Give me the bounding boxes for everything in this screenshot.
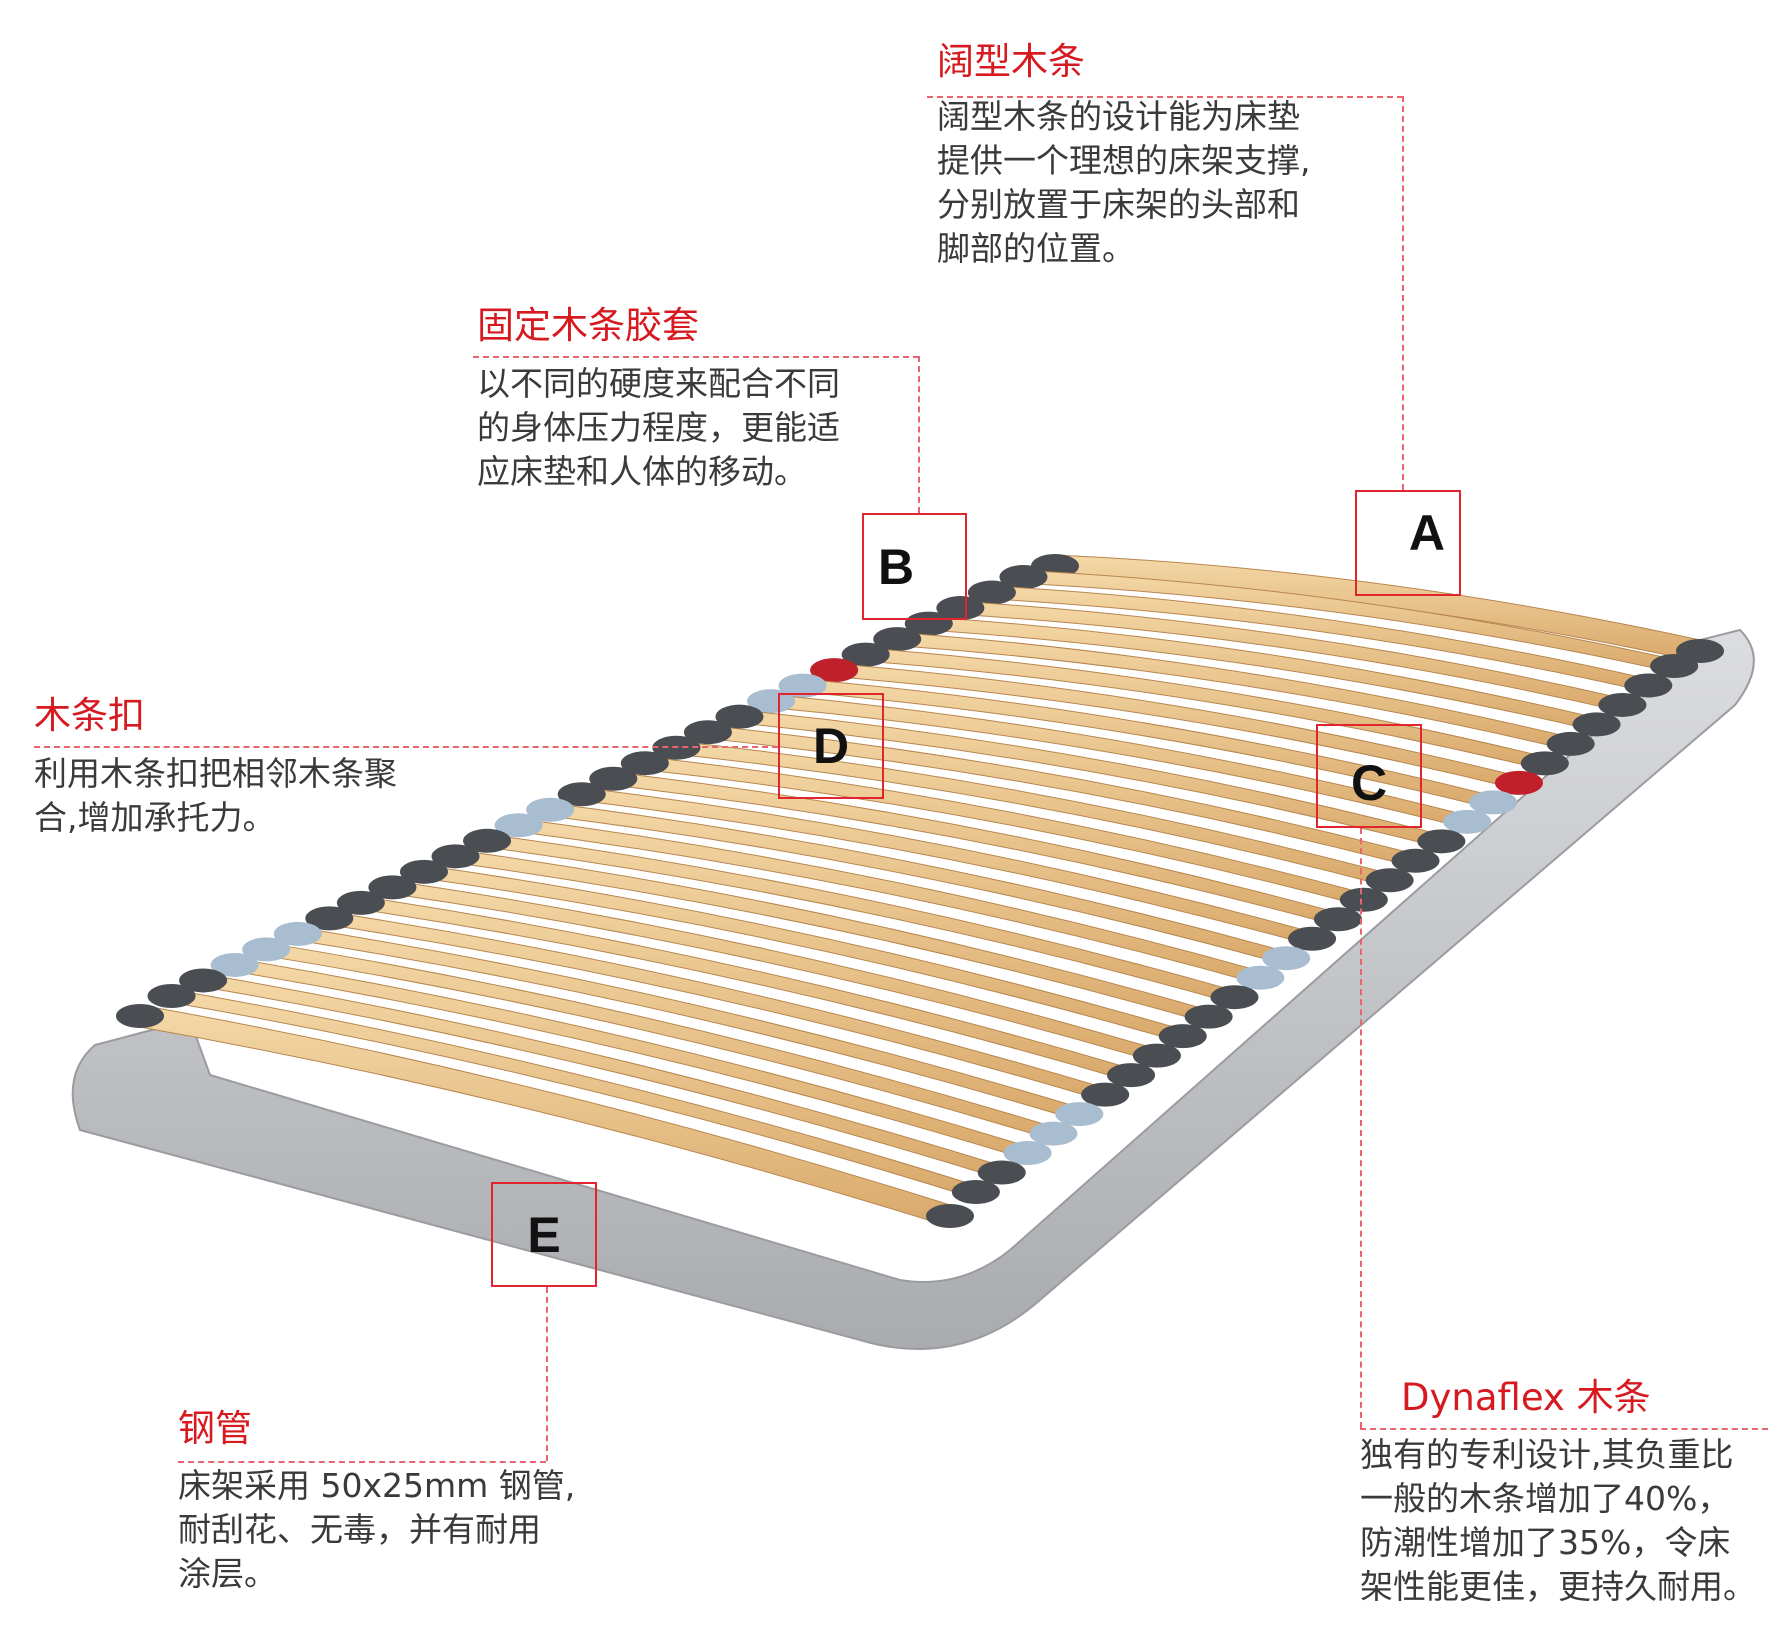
marker-b: B — [862, 513, 967, 620]
slat-holder-cap — [683, 720, 732, 745]
marker-d: D — [778, 693, 884, 799]
slat-holder-cap — [715, 704, 764, 729]
text-line: 合,增加承托力。 — [34, 798, 276, 837]
callout-d-leader-horizontal — [34, 746, 778, 748]
text-line: 床架采用 50x25mm 钢管, — [178, 1466, 576, 1505]
text-line: 利用木条扣把相邻木条聚 — [34, 754, 397, 793]
callout-e-title: 钢管 — [178, 1407, 252, 1450]
slat-holder-cap — [116, 1004, 164, 1028]
slat-holder-cap — [431, 844, 480, 869]
slat-holder-cap — [1003, 1141, 1052, 1166]
slat-holder-cap — [1339, 887, 1388, 912]
slat-holder-cap — [778, 673, 827, 698]
slat-holder-cap — [463, 828, 512, 853]
slat-holder-cap — [841, 642, 890, 667]
text-line: 分别放置于床架的头部和 — [937, 185, 1300, 224]
callout-a-title: 阔型木条 — [937, 40, 1085, 83]
text-line: 阔型木条的设计能为床垫 — [937, 97, 1300, 136]
callout-b-leader-horizontal — [473, 356, 919, 358]
callout-e-leader-vertical — [546, 1287, 548, 1461]
slat-holder-cap — [1624, 673, 1673, 698]
slat-holder-cap — [1572, 712, 1621, 737]
slat-holder-cap — [1469, 790, 1518, 815]
slat-holder-cap — [557, 782, 606, 807]
slat-holder-cap — [977, 1160, 1026, 1185]
slat-holder-cap — [926, 1204, 974, 1228]
callout-b-leader-vertical — [918, 356, 920, 513]
slat-holder-cap — [1288, 926, 1337, 951]
slat-holder-cap — [1262, 946, 1311, 971]
text-line: 以不同的硬度来配合不同 — [477, 364, 840, 403]
callout-a-description: 阔型木条的设计能为床垫 提供一个理想的床架支撑, 分别放置于床架的头部和 脚部的… — [937, 95, 1311, 271]
slat-holder-cap — [336, 890, 385, 915]
slat-holder-cap — [1443, 809, 1492, 834]
slat-holder-cap — [1365, 868, 1414, 893]
callout-c-leader-vertical — [1360, 828, 1362, 1428]
slat-holder-cap — [1598, 692, 1647, 717]
callout-c-leader-horizontal — [1360, 1428, 1768, 1430]
slat-holder-cap — [1546, 731, 1595, 756]
slat-holder-cap — [620, 751, 669, 776]
slat-holder-cap — [1158, 1024, 1207, 1049]
marker-e: E — [491, 1182, 597, 1287]
text-line: 一般的木条增加了40%， — [1360, 1479, 1731, 1518]
slat-holder-cap — [179, 968, 228, 993]
text-line: 的身体压力程度，更能适 — [477, 408, 840, 447]
slat-holder-cap — [1210, 985, 1259, 1010]
steel-tube-frame — [71, 628, 1755, 1350]
text-line: 应床垫和人体的移动。 — [477, 452, 807, 491]
callout-e-description: 床架采用 50x25mm 钢管, 耐刮花、无毒，并有耐用 涂层。 — [178, 1464, 575, 1596]
slat-holder-cap — [1107, 1063, 1156, 1088]
slat-holder-cap — [747, 689, 796, 714]
slat-holder-cap — [1029, 1121, 1078, 1146]
slat-holder-cap — [589, 766, 638, 791]
slat-holder-cap — [526, 797, 575, 822]
text-line: 防潮性增加了35%，令床 — [1360, 1523, 1731, 1562]
slat-holder-cap — [1132, 1043, 1181, 1068]
callout-a-leader-horizontal — [927, 96, 1403, 98]
callout-d-description: 利用木条扣把相邻木条聚 合,增加承托力。 — [34, 752, 397, 840]
text-line: 涂层。 — [178, 1554, 277, 1593]
slat-holder-cap — [1494, 770, 1543, 795]
slat-holder-cap — [368, 875, 417, 900]
slat-holder-cap — [1650, 653, 1699, 678]
callout-a-leader-vertical — [1402, 96, 1404, 490]
callout-c-title: Dynaflex 木条 — [1401, 1376, 1651, 1419]
marker-a: A — [1355, 490, 1461, 596]
slat-holder-cap — [273, 921, 322, 946]
slat-holder-cap — [904, 611, 953, 636]
slat-holder-cap — [951, 1180, 1000, 1205]
slat-holder-cap — [810, 658, 859, 683]
slat-holder-cap — [936, 596, 985, 621]
text-line: 提供一个理想的床架支撑, — [937, 141, 1311, 180]
slat-holder-cap — [242, 937, 291, 962]
slat-holder-cap — [147, 983, 196, 1008]
text-line: 独有的专利设计,其负重比 — [1360, 1435, 1734, 1474]
slat-holder-cap — [1417, 829, 1466, 854]
callout-e-leader-horizontal — [178, 1461, 546, 1463]
slat-holder-cap — [1184, 1004, 1233, 1029]
text-line: 架性能更佳，更持久耐用。 — [1360, 1567, 1756, 1606]
marker-c: C — [1316, 724, 1422, 828]
callout-b-title: 固定木条胶套 — [477, 304, 699, 347]
callout-b-description: 以不同的硬度来配合不同 的身体压力程度，更能适 应床垫和人体的移动。 — [477, 362, 840, 494]
slat-holder-cap — [210, 952, 259, 977]
slat-holder-cap — [1055, 1102, 1104, 1127]
slat-holder-cap — [1313, 907, 1362, 932]
callout-d-title: 木条扣 — [34, 694, 145, 737]
slat-holder-cap — [399, 859, 448, 884]
text-line: 脚部的位置。 — [937, 229, 1135, 268]
slat-holder-cap — [1081, 1082, 1130, 1107]
slat-holder-cap — [873, 627, 922, 652]
slat-holder-cap — [1520, 751, 1569, 776]
slat-holder-cap — [999, 565, 1048, 590]
callout-c-description: 独有的专利设计,其负重比 一般的木条增加了40%， 防潮性增加了35%，令床 架… — [1360, 1433, 1756, 1609]
slat-holder-cap — [1391, 848, 1440, 873]
text-line: 耐刮花、无毒，并有耐用 — [178, 1510, 541, 1549]
slat-holder-cap — [1236, 965, 1285, 990]
slat-holder-cap — [967, 580, 1016, 605]
slat-holder-cap — [305, 906, 354, 931]
slat-holder-cap — [494, 813, 543, 838]
